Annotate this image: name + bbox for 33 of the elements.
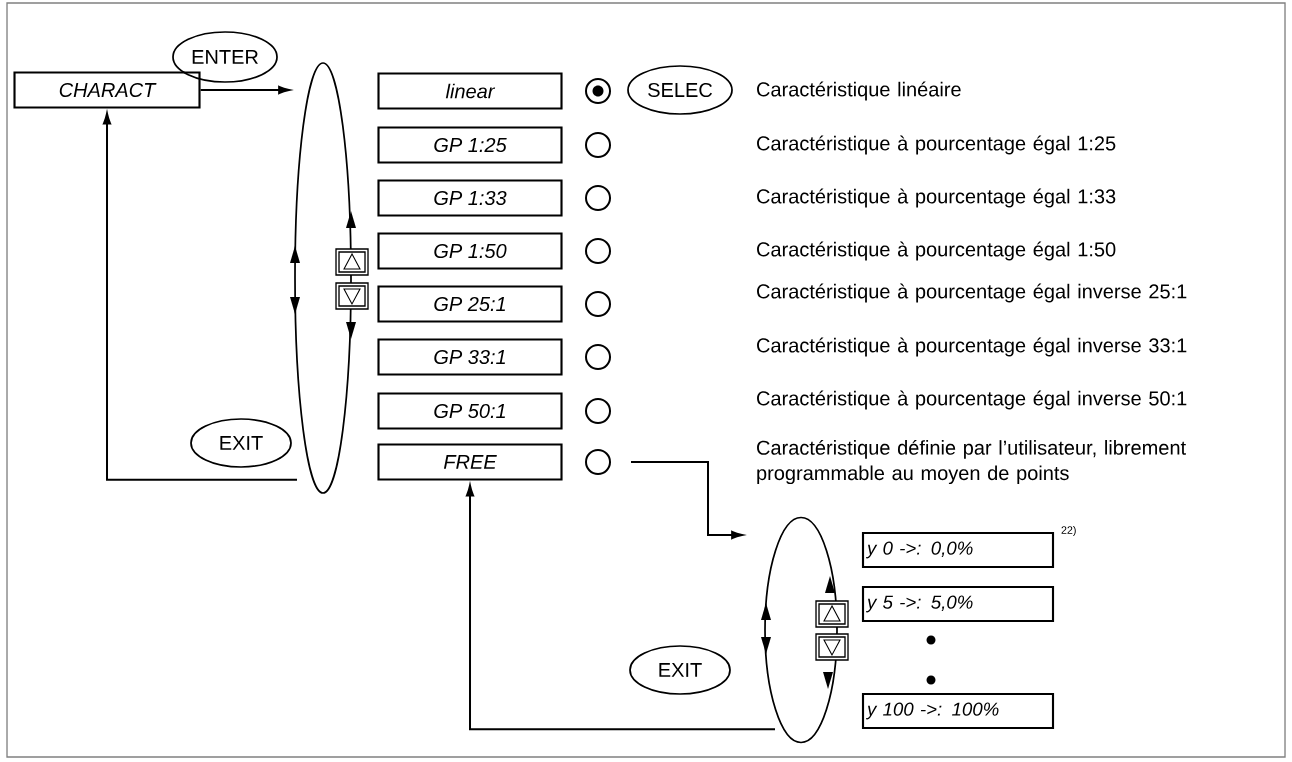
arrow — [465, 484, 776, 731]
selected-radio-button — [585, 78, 611, 104]
arrow — [102, 112, 298, 481]
radio-button — [585, 291, 611, 317]
radio-button — [585, 449, 611, 475]
menu-box: GP 33:1 — [377, 338, 563, 376]
description-text: Caractéristique définie par l’utilisateur, librement programmable au moyen de points — [757, 439, 1186, 485]
radio-button — [585, 398, 611, 424]
description-text: Caractéristique à pourcentage égal inverse 25:1 — [757, 283, 1187, 303]
loop-arrow-ellipse — [761, 516, 838, 744]
value-box: y 5 ->: 5,0% — [861, 585, 1055, 623]
footnote-mark: 22) — [1061, 526, 1076, 536]
menu-box: FREE — [377, 443, 563, 481]
menu-box: linear — [377, 72, 563, 110]
description-text: Caractéristique linéaire — [757, 81, 961, 101]
radio-button — [585, 344, 611, 370]
description-text: Caractéristique à pourcentage égal inverse 33:1 — [757, 337, 1187, 357]
menu-box: GP 1:25 — [377, 126, 563, 164]
menu-box: CHARACT — [13, 71, 201, 109]
menu-box: GP 1:50 — [377, 232, 563, 270]
menu-box: GP 50:1 — [377, 392, 563, 430]
radio-button — [585, 132, 611, 158]
value-box: y 100 ->: 100% — [861, 692, 1055, 730]
menu-box: GP 25:1 — [377, 285, 563, 323]
description-text: Caractéristique à pourcentage égal inverse 50:1 — [757, 390, 1187, 410]
description-text: Caractéristique à pourcentage égal 1:33 — [757, 188, 1116, 208]
description-text: Caractéristique à pourcentage égal 1:25 — [757, 135, 1116, 155]
menu-box: GP 1:33 — [377, 179, 563, 217]
value-box: y 0 ->: 0,0% — [861, 531, 1055, 569]
radio-button — [585, 185, 611, 211]
radio-button — [585, 238, 611, 264]
description-text: Caractéristique à pourcentage égal 1:50 — [757, 241, 1116, 261]
loop-arrow-ellipse — [290, 62, 356, 494]
